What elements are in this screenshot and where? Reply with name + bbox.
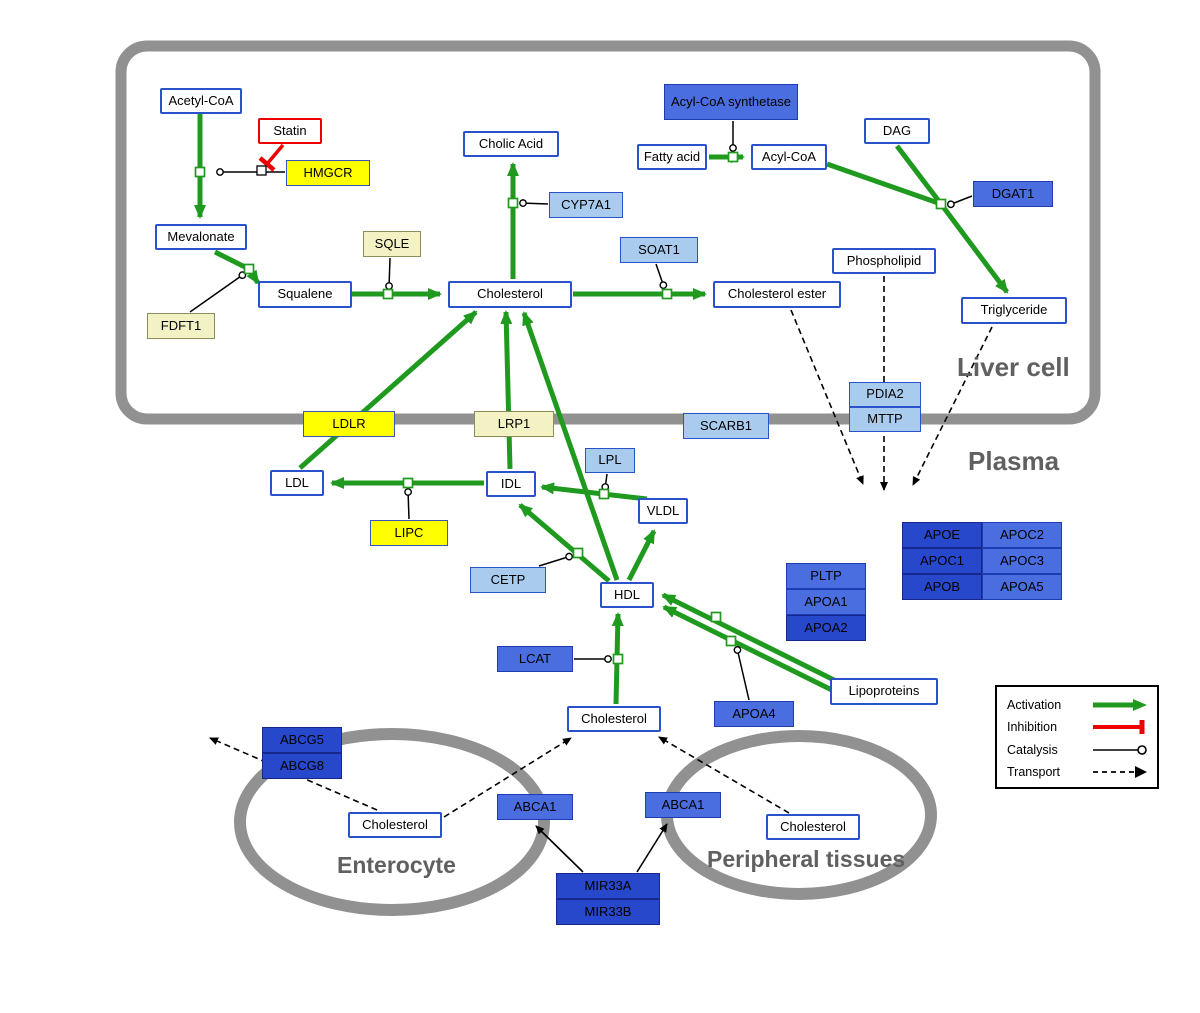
legend: Activation Inhibition Catalysis Transpor… <box>995 685 1159 789</box>
node-acyl-coa-synthetase[interactable]: Acyl-CoA synthetase <box>664 84 798 120</box>
node-pdia2[interactable]: PDIA2 <box>849 382 921 407</box>
node-dag[interactable]: DAG <box>864 118 930 144</box>
node-fdft1[interactable]: FDFT1 <box>147 313 215 339</box>
regulation-edges <box>535 823 668 873</box>
node-cholesterol-ester[interactable]: Cholesterol ester <box>713 281 841 308</box>
node-phospholipid[interactable]: Phospholipid <box>832 248 936 274</box>
node-apoa2[interactable]: APOA2 <box>786 615 866 641</box>
node-apoa1[interactable]: APOA1 <box>786 589 866 615</box>
node-cholesterol-enterocyte[interactable]: Cholesterol <box>348 812 442 838</box>
node-cetp[interactable]: CETP <box>470 567 546 593</box>
legend-inhibition-label: Inhibition <box>1007 720 1058 735</box>
node-statin[interactable]: Statin <box>258 118 322 144</box>
inhibition-tbar-icon <box>1093 720 1145 735</box>
node-lpl[interactable]: LPL <box>585 448 635 473</box>
node-apoe[interactable]: APOE <box>902 522 982 548</box>
node-cholesterol-liver[interactable]: Cholesterol <box>448 281 572 308</box>
node-cholesterol-plasma[interactable]: Cholesterol <box>567 706 661 732</box>
node-ldlr[interactable]: LDLR <box>303 411 395 437</box>
node-acyl-coa[interactable]: Acyl-CoA <box>751 144 827 170</box>
node-scarb1[interactable]: SCARB1 <box>683 413 769 439</box>
node-mevalonate[interactable]: Mevalonate <box>155 224 247 250</box>
node-apoc2[interactable]: APOC2 <box>982 522 1062 548</box>
node-apoa5[interactable]: APOA5 <box>982 574 1062 600</box>
legend-activation: Activation <box>1007 694 1149 715</box>
node-mir33a[interactable]: MIR33A <box>556 873 660 899</box>
node-apoc3[interactable]: APOC3 <box>982 548 1062 574</box>
peripheral-tissues-label: Peripheral tissues <box>707 846 906 872</box>
node-squalene[interactable]: Squalene <box>258 281 352 308</box>
inhibition-edge <box>258 143 285 172</box>
node-triglyceride[interactable]: Triglyceride <box>961 297 1067 324</box>
node-hdl[interactable]: HDL <box>600 582 654 608</box>
node-mttp[interactable]: MTTP <box>849 407 921 432</box>
plasma-label: Plasma <box>968 446 1060 476</box>
node-abca1-enterocyte[interactable]: ABCA1 <box>497 794 573 820</box>
node-cholesterol-peripheral[interactable]: Cholesterol <box>766 814 860 840</box>
catalysis-circle-icon <box>1093 745 1147 755</box>
activation-arrow-icon <box>1093 698 1147 711</box>
node-apoa4[interactable]: APOA4 <box>714 701 794 727</box>
legend-catalysis-label: Catalysis <box>1007 742 1058 757</box>
legend-catalysis: Catalysis <box>1007 739 1149 760</box>
node-abcg5[interactable]: ABCG5 <box>262 727 342 753</box>
drug-target-marker <box>256 165 267 176</box>
node-idl[interactable]: IDL <box>486 471 536 497</box>
node-lcat[interactable]: LCAT <box>497 646 573 672</box>
node-dgat1[interactable]: DGAT1 <box>973 181 1053 207</box>
node-vldl[interactable]: VLDL <box>638 498 688 524</box>
node-hmgcr[interactable]: HMGCR <box>286 160 370 186</box>
node-apob[interactable]: APOB <box>902 574 982 600</box>
node-fatty-acid[interactable]: Fatty acid <box>637 144 707 170</box>
compartment-membranes <box>115 40 1101 916</box>
node-abca1-peripheral[interactable]: ABCA1 <box>645 792 721 818</box>
node-sqle[interactable]: SQLE <box>363 231 421 257</box>
node-lrp1[interactable]: LRP1 <box>474 411 554 437</box>
legend-transport: Transport <box>1007 762 1149 783</box>
enterocyte-label: Enterocyte <box>337 852 456 878</box>
catalysis-edges <box>189 121 973 701</box>
node-mir33b[interactable]: MIR33B <box>556 899 660 925</box>
node-cyp7a1[interactable]: CYP7A1 <box>549 192 623 218</box>
node-apoc1[interactable]: APOC1 <box>902 548 982 574</box>
node-abcg8[interactable]: ABCG8 <box>262 753 342 779</box>
transport-dashed-arrow-icon <box>1093 766 1147 779</box>
node-cholic-acid[interactable]: Cholic Acid <box>463 131 559 157</box>
node-soat1[interactable]: SOAT1 <box>620 237 698 263</box>
node-acetyl-coa[interactable]: Acetyl-CoA <box>160 88 242 114</box>
legend-activation-label: Activation <box>1007 697 1062 712</box>
legend-inhibition: Inhibition <box>1007 717 1149 738</box>
node-lipoproteins[interactable]: Lipoproteins <box>830 678 938 705</box>
legend-transport-label: Transport <box>1007 765 1061 780</box>
reaction-nodes <box>194 151 947 665</box>
node-lipc[interactable]: LIPC <box>370 520 448 546</box>
liver-cell-label: Liver cell <box>957 352 1070 382</box>
node-ldl[interactable]: LDL <box>270 470 324 496</box>
node-pltp[interactable]: PLTP <box>786 563 866 589</box>
